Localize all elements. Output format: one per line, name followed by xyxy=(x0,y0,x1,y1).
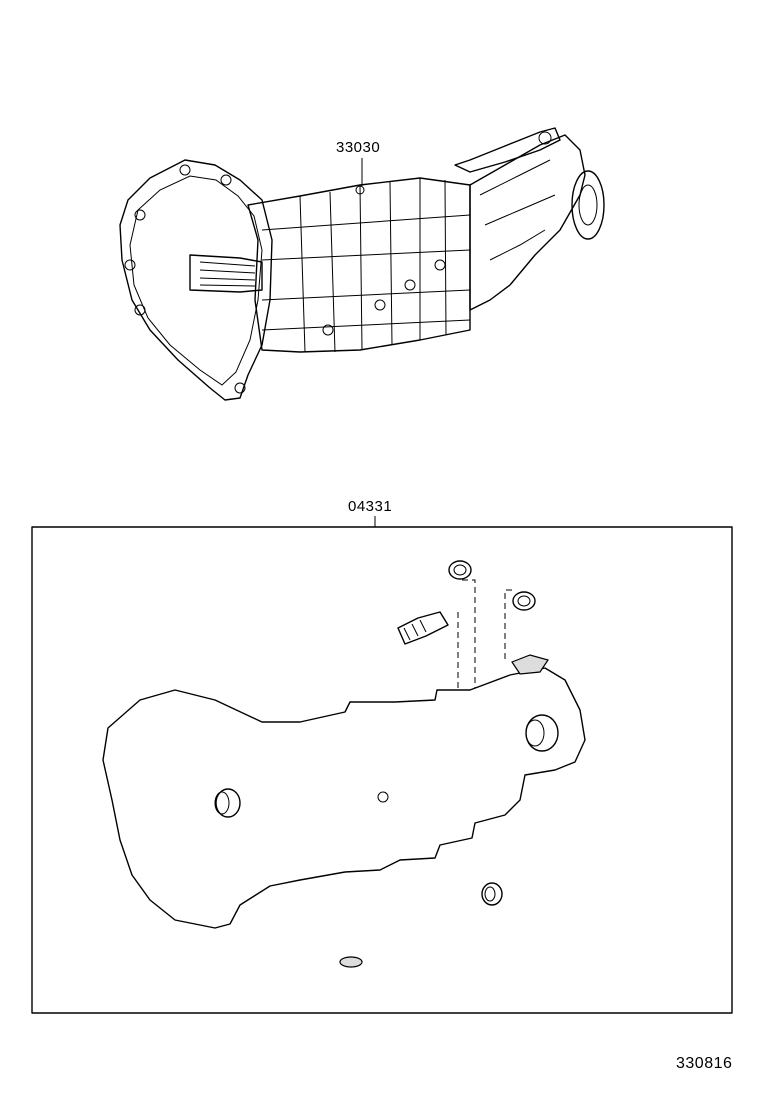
figure-number: 330816 xyxy=(676,1055,733,1072)
callout-gasket-kit: 04331 xyxy=(348,498,393,515)
transmission-assembly-drawing xyxy=(119,127,605,401)
gasket-kit-contents xyxy=(102,560,586,968)
callout-transmission-assy: 33030 xyxy=(336,139,381,156)
kit-frame xyxy=(31,526,733,1014)
